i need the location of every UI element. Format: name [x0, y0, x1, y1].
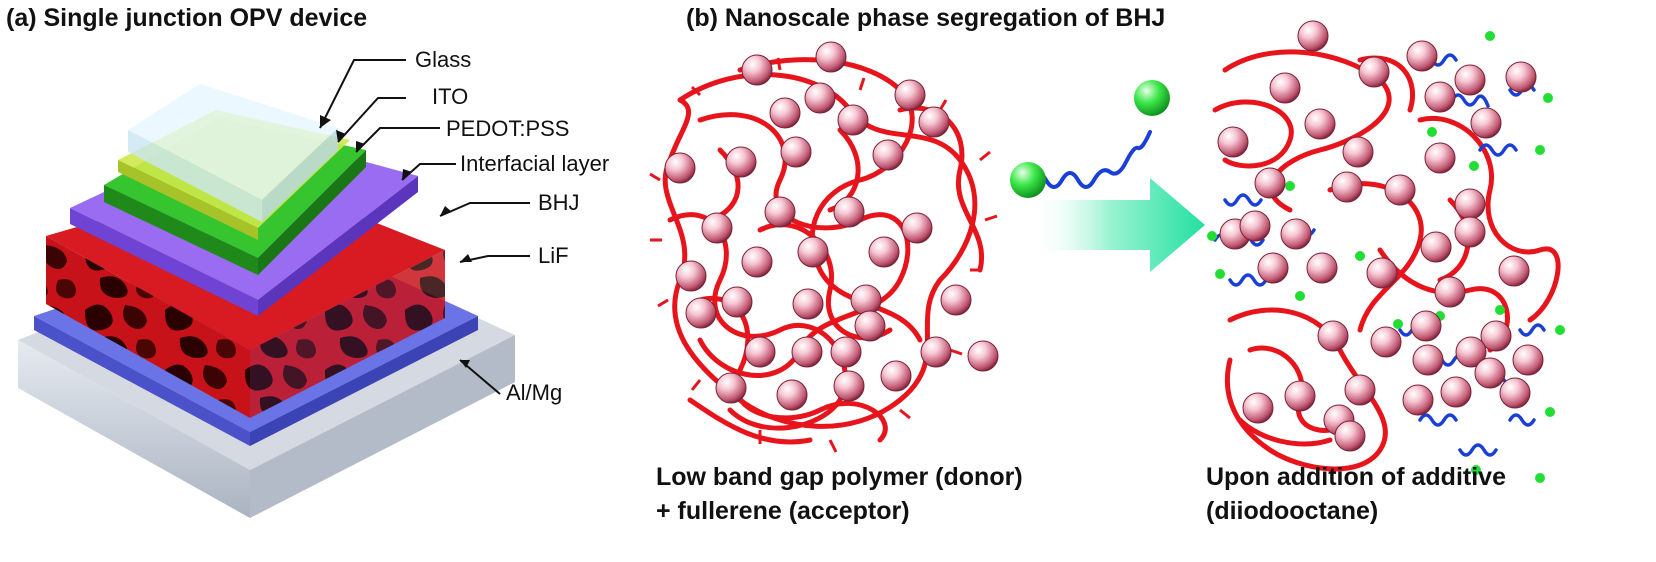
fullerene-sphere-icon — [1406, 40, 1438, 72]
fullerene-sphere-icon — [837, 104, 869, 136]
fullerene-sphere-icon — [1284, 380, 1316, 412]
fullerene-sphere-icon — [1454, 64, 1486, 96]
fullerene-sphere-icon — [1342, 136, 1374, 168]
fullerene-sphere-icon — [1474, 357, 1506, 389]
fullerene-group-left — [664, 41, 999, 411]
fullerene-sphere-icon — [1420, 231, 1452, 263]
fullerene-sphere-icon — [741, 54, 773, 86]
fullerene-sphere-icon — [1384, 174, 1416, 206]
fullerene-sphere-icon — [1498, 255, 1530, 287]
fullerene-sphere-icon — [1480, 320, 1512, 352]
panel-a-title: (a) Single junction OPV device — [6, 4, 368, 32]
fullerene-sphere-icon — [715, 372, 747, 404]
fullerene-sphere-icon — [744, 336, 776, 368]
fullerene-sphere-icon — [901, 212, 933, 244]
fullerene-sphere-icon — [940, 284, 972, 316]
fullerene-sphere-icon — [725, 146, 757, 178]
fullerene-sphere-icon — [1370, 326, 1402, 358]
label-pedot-pss: PEDOT:PSS — [446, 116, 569, 141]
fullerene-sphere-icon — [741, 246, 773, 278]
fullerene-sphere-icon — [1239, 210, 1271, 242]
fullerene-sphere-icon — [1366, 257, 1398, 289]
layer-glass — [128, 84, 338, 222]
fullerene-sphere-icon — [1505, 61, 1537, 93]
fullerene-sphere-icon — [1358, 56, 1390, 88]
fullerene-sphere-icon — [1454, 216, 1486, 248]
fullerene-sphere-icon — [797, 236, 829, 268]
fullerene-sphere-icon — [1304, 108, 1336, 140]
fullerene-sphere-icon — [833, 370, 865, 402]
fullerene-sphere-icon — [1512, 344, 1544, 376]
fullerene-sphere-icon — [1424, 142, 1456, 174]
process-arrow-icon — [1030, 178, 1205, 272]
right-caption-line-1: Upon addition of additive — [1206, 463, 1506, 491]
fullerene-sphere-icon — [1242, 392, 1274, 424]
panel-b-title: (b) Nanoscale phase segregation of BHJ — [686, 4, 1166, 32]
fullerene-sphere-icon — [1455, 336, 1487, 368]
fullerene-sphere-icon — [1297, 20, 1329, 52]
fullerene-sphere-icon — [791, 336, 823, 368]
fullerene-sphere-icon — [769, 97, 801, 129]
fullerene-sphere-icon — [685, 297, 717, 329]
fullerene-sphere-icon — [1217, 126, 1249, 158]
left-caption-line-2: + fullerene (acceptor) — [656, 497, 910, 525]
device-stack — [18, 84, 515, 518]
fullerene-sphere-icon — [830, 336, 862, 368]
fullerene-sphere-icon — [1412, 344, 1444, 376]
fullerene-sphere-icon — [1257, 252, 1289, 284]
fullerene-sphere-icon — [1344, 374, 1376, 406]
fullerene-sphere-icon — [1306, 252, 1338, 284]
fullerene-sphere-icon — [1402, 384, 1434, 416]
fullerene-sphere-icon — [792, 288, 824, 320]
fullerene-sphere-icon — [1254, 167, 1286, 199]
fullerene-sphere-icon — [1440, 376, 1472, 408]
fullerene-sphere-icon — [764, 196, 796, 228]
fullerene-sphere-icon — [721, 286, 753, 318]
fullerene-sphere-icon — [804, 82, 836, 114]
left-caption-line-1: Low band gap polymer (donor) — [656, 463, 1023, 491]
right-caption-line-2: (diiodooctane) — [1206, 497, 1379, 525]
fullerene-sphere-icon — [920, 336, 952, 368]
fullerene-sphere-icon — [894, 79, 926, 111]
label-al-mg: Al/Mg — [506, 380, 562, 405]
fullerene-sphere-icon — [675, 260, 707, 292]
right-caption: Upon addition of additive (diiodooctane) — [1206, 460, 1506, 528]
left-caption: Low band gap polymer (donor) + fullerene… — [656, 460, 1023, 528]
fullerene-sphere-icon — [1269, 72, 1301, 104]
fullerene-sphere-icon — [854, 310, 886, 342]
fullerene-sphere-icon — [1280, 218, 1312, 250]
fullerene-sphere-icon — [1454, 188, 1486, 220]
fullerene-sphere-icon — [1434, 276, 1466, 308]
polymer-side-chains — [649, 57, 998, 453]
fullerene-sphere-icon — [833, 196, 865, 228]
fullerene-sphere-icon — [1470, 107, 1502, 139]
fullerene-sphere-icon — [967, 340, 999, 372]
label-bhj: BHJ — [538, 190, 580, 215]
label-glass: Glass — [415, 47, 471, 72]
fullerene-sphere-icon — [850, 284, 882, 316]
label-lif: LiF — [538, 243, 569, 268]
fullerene-sphere-icon — [780, 136, 812, 168]
fullerene-sphere-icon — [1331, 171, 1363, 203]
label-interfacial-layer: Interfacial layer — [460, 151, 609, 176]
fullerene-sphere-icon — [1334, 420, 1366, 452]
fullerene-sphere-icon — [880, 360, 912, 392]
fullerene-sphere-icon — [918, 106, 950, 138]
fullerene-group-right — [1217, 20, 1544, 452]
additive-molecule-icon — [1010, 80, 1170, 198]
label-ito: ITO — [432, 84, 468, 109]
fullerene-sphere-icon — [701, 212, 733, 244]
fullerene-sphere-icon — [776, 379, 808, 411]
fullerene-sphere-icon — [664, 152, 696, 184]
fullerene-sphere-icon — [868, 236, 900, 268]
fullerene-sphere-icon — [815, 41, 847, 73]
fullerene-sphere-icon — [872, 139, 904, 171]
fullerene-sphere-icon — [1499, 377, 1531, 409]
fullerene-sphere-icon — [1410, 310, 1442, 342]
fullerene-sphere-icon — [1424, 81, 1456, 113]
fullerene-sphere-icon — [1317, 320, 1349, 352]
